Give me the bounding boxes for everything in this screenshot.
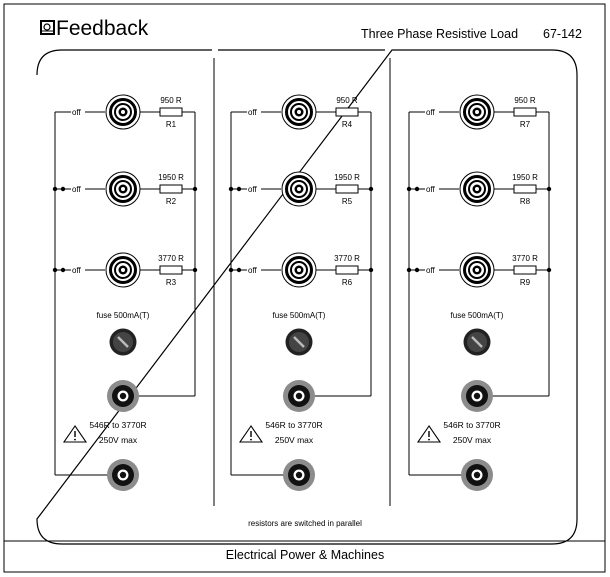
off-label-bg (71, 264, 85, 274)
resistance-range-label: 546R to 3770R (89, 420, 146, 430)
off-label: off (426, 266, 436, 275)
rotary-switch-icon[interactable] (281, 171, 317, 207)
resistance-value: 950 R (160, 96, 182, 105)
junction-dot (60, 186, 66, 192)
off-label: off (426, 108, 436, 117)
rotary-switch-icon[interactable] (459, 252, 495, 288)
voltage-rating-label: 250V max (453, 435, 492, 445)
junction-dot (228, 267, 234, 273)
footer-title: Electrical Power & Machines (226, 548, 384, 562)
warning-triangle-icon (416, 425, 442, 443)
junction-dot (414, 186, 420, 192)
phase-group-2: off 950 R R4 off 1950 R R5 off 3770 R R6 fuse 500… (228, 94, 374, 491)
voltage-rating-label: 250V max (275, 435, 314, 445)
junction-dot (52, 267, 58, 273)
resistance-value: 950 R (336, 96, 358, 105)
resistance-value: 3770 R (512, 254, 538, 263)
off-label-bg (425, 106, 439, 116)
junction-dot (236, 186, 242, 192)
warning-triangle-icon (238, 425, 264, 443)
return-terminal-socket-icon[interactable] (461, 459, 493, 491)
parallel-note: resistors are switched in parallel (248, 519, 362, 528)
rotary-switch-icon[interactable] (105, 94, 141, 130)
resistor-icon (335, 107, 359, 117)
off-label: off (248, 185, 258, 194)
junction-dot (228, 186, 234, 192)
resistor-designator: R6 (342, 278, 353, 287)
resistance-value: 3770 R (334, 254, 360, 263)
warning-triangle-icon (62, 425, 88, 443)
fuse-holder-icon[interactable] (285, 328, 313, 356)
junction-dot (236, 267, 242, 273)
resistor-icon (513, 265, 537, 275)
off-label-bg (71, 183, 85, 193)
rotary-switch-icon[interactable] (459, 94, 495, 130)
resistor-designator: R9 (520, 278, 531, 287)
off-label-bg (71, 106, 85, 116)
resistor-designator: R2 (166, 197, 177, 206)
junction-dot (52, 186, 58, 192)
return-terminal-socket-icon[interactable] (107, 459, 139, 491)
fuse-terminal-socket-icon[interactable] (461, 380, 493, 412)
resistance-value: 1950 R (512, 173, 538, 182)
fuse-terminal-socket-icon[interactable] (283, 380, 315, 412)
rotary-switch-icon[interactable] (281, 252, 317, 288)
resistor-designator: R7 (520, 120, 531, 129)
voltage-rating-label: 250V max (99, 435, 138, 445)
phase-group-1: off 950 R R1 off 1950 R R2 off 3770 R R3 fuse 500… (52, 94, 198, 491)
off-label: off (426, 185, 436, 194)
resistor-icon (513, 184, 537, 194)
resistor-icon (513, 107, 537, 117)
off-label-bg (247, 106, 261, 116)
junction-dot (60, 267, 66, 273)
resistor-designator: R4 (342, 120, 353, 129)
model-number: 67-142 (543, 27, 582, 41)
resistor-icon (335, 184, 359, 194)
junction-dot (406, 186, 412, 192)
feedback-logo-icon (40, 20, 55, 35)
off-label: off (248, 266, 258, 275)
resistor-icon (159, 107, 183, 117)
rotary-switch-icon[interactable] (105, 252, 141, 288)
product-title: Three Phase Resistive Load (361, 27, 518, 41)
rotary-switch-icon[interactable] (105, 171, 141, 207)
resistance-range-label: 546R to 3770R (443, 420, 500, 430)
off-label-bg (247, 183, 261, 193)
resistance-value: 950 R (514, 96, 536, 105)
resistor-designator: R1 (166, 120, 177, 129)
fuse-label: fuse 500mA(T) (273, 311, 326, 320)
rotary-switch-icon[interactable] (459, 171, 495, 207)
off-label: off (248, 108, 258, 117)
return-terminal-socket-icon[interactable] (283, 459, 315, 491)
off-label-bg (247, 264, 261, 274)
brand-name: Feedback (56, 17, 149, 40)
off-label: off (72, 266, 82, 275)
resistance-value: 3770 R (158, 254, 184, 263)
fuse-terminal-socket-icon[interactable] (107, 380, 139, 412)
resistor-designator: R8 (520, 197, 531, 206)
fuse-holder-icon[interactable] (109, 328, 137, 356)
junction-dot (414, 267, 420, 273)
resistor-icon (159, 265, 183, 275)
junction-dot (406, 267, 412, 273)
off-label-bg (425, 264, 439, 274)
resistance-range-label: 546R to 3770R (265, 420, 322, 430)
resistance-value: 1950 R (334, 173, 360, 182)
resistor-designator: R3 (166, 278, 177, 287)
resistor-icon (159, 184, 183, 194)
off-label-bg (425, 183, 439, 193)
rotary-switch-icon[interactable] (281, 94, 317, 130)
resistor-designator: R5 (342, 197, 353, 206)
resistance-value: 1950 R (158, 173, 184, 182)
fuse-label: fuse 500mA(T) (97, 311, 150, 320)
off-label: off (72, 185, 82, 194)
inner-panel-outline (36, 49, 578, 545)
fuse-holder-icon[interactable] (463, 328, 491, 356)
fuse-label: fuse 500mA(T) (451, 311, 504, 320)
outer-frame (3, 3, 606, 573)
off-label: off (72, 108, 82, 117)
phase-group-3: off 950 R R7 off 1950 R R8 off 3770 R R9 fuse 500… (406, 94, 552, 491)
resistor-icon (335, 265, 359, 275)
